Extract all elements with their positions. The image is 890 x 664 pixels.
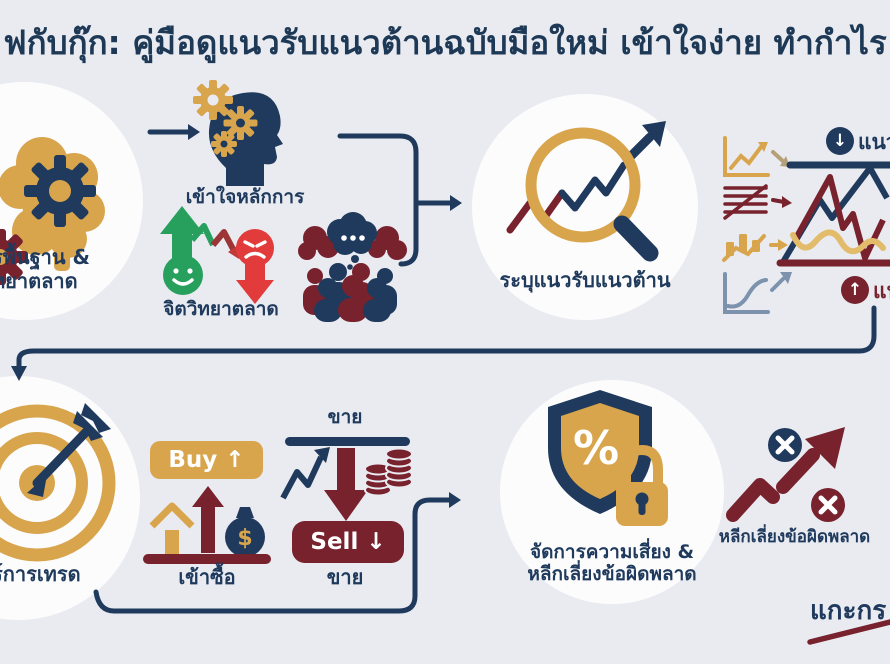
principles-label: เข้าใจหลักการ (185, 186, 305, 208)
identify-label: ระบุแนวรับแนวต้าน (499, 268, 671, 292)
page-title: ฟกับกุ๊ก: คู่มือดูแนวรับแนวต้านฉบับมือให… (3, 23, 887, 62)
strategy-label: ร์การเทรด (0, 562, 81, 586)
psychology-label: จิตวิทยาตลาด (163, 298, 279, 320)
shield-inner (561, 403, 639, 499)
foundation-label-line2: ทยาตลาด (0, 268, 78, 293)
target-dart-icon (0, 403, 116, 562)
shield-lock-icon: % (548, 390, 668, 526)
coins-icon (364, 447, 413, 497)
buy-badge: Buy ↑ (150, 441, 263, 479)
brand-swoosh (807, 619, 890, 645)
arrowhead-3 (449, 492, 461, 508)
mini-chart-lined-icon (723, 184, 768, 220)
zigzag-arrowhead (314, 447, 330, 463)
svg-text:$: $ (237, 526, 252, 551)
percent-symbol: % (573, 421, 619, 475)
support-arrow-badge: ↑ (841, 276, 869, 304)
arrowhead (805, 427, 845, 469)
head-gears-icon (193, 80, 283, 186)
arrowhead-down (11, 366, 27, 381)
up-arrow-icon (160, 206, 204, 264)
crowd-thinking-icon (298, 212, 407, 322)
happy-face-icon (163, 255, 203, 295)
dart-fletching (81, 403, 111, 433)
connector-strategy-to-risk (93, 497, 452, 614)
arrow-to-chart (782, 196, 792, 208)
sentiment-arrows-icon (160, 206, 274, 304)
head-silhouette (208, 92, 283, 186)
arrowhead-2 (450, 195, 462, 211)
crowd-people (303, 263, 397, 322)
arrowhead-1 (188, 124, 200, 140)
resistance-label: แนว (858, 130, 890, 154)
zigzag-line (210, 229, 236, 251)
avoid-label: หลีกเลี่ยงข้อผิดพลาด (718, 527, 871, 547)
thought-bubble-icon (327, 212, 377, 276)
exit-bottom-label: ขาย (326, 565, 364, 589)
sell-level-line (285, 437, 410, 446)
connector-principles-loop (337, 133, 419, 267)
money-bag-icon: $ (225, 507, 265, 557)
risk-label-line2: หลีกเลี่ยงข้อผิดพลาด (527, 563, 697, 586)
brain-gears-icon (0, 137, 105, 285)
baseline-bar (143, 554, 271, 564)
entry-label: เข้าซื้อ (178, 565, 236, 589)
arrow-to-chart (780, 272, 792, 284)
big-down-arrow-icon (324, 448, 368, 521)
up-arrow-icon: ↑ (847, 280, 863, 300)
padlock-icon (616, 444, 668, 526)
arrow-to-chart (778, 239, 788, 251)
connector-row1-to-row2 (16, 305, 877, 369)
down-arrow-icon: ↓ (832, 131, 848, 151)
magnifier-lens (525, 127, 641, 243)
trend-arrowhead (642, 121, 666, 147)
up-arrow-icon (192, 486, 224, 553)
support-resistance-chart (776, 161, 890, 267)
brand-logo: แกะกร (810, 596, 887, 626)
sell-badge: Sell ↓ (292, 521, 404, 563)
mini-charts-icons (722, 136, 792, 314)
buy-group-icon: $ (143, 486, 271, 564)
foundation-label-line1: รพื้นฐาน & (0, 245, 90, 269)
dart-tip (27, 475, 47, 497)
resistance-arrow-badge: ↓ (826, 127, 854, 155)
magnifier-handle (613, 215, 659, 262)
outline-up-arrow-icon (149, 502, 195, 529)
dart-fletching (73, 411, 103, 441)
mini-chart-curve-icon (723, 272, 770, 314)
risk-label-line1: จัดการความเสี่ยง & (529, 541, 695, 563)
dart-shaft (32, 426, 92, 488)
broken-arrow-icon (726, 427, 845, 522)
exit-top-label: ขาย (327, 406, 363, 428)
down-arrow-icon (236, 260, 274, 304)
mini-chart-gold-icon (723, 136, 770, 177)
magnifier-chart-icon (506, 121, 666, 262)
support-label: แน (873, 279, 890, 303)
sell-group-icon (280, 437, 413, 521)
